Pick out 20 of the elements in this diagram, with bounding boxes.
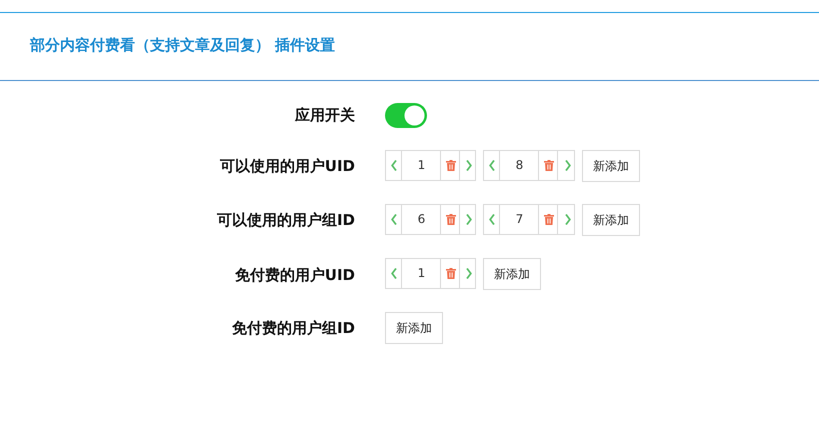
id-input-field	[385, 150, 476, 181]
add-button: 新添加	[385, 312, 443, 344]
id-value: 7	[514, 211, 524, 228]
page-title: 部分内容付费看（支持文章及回复） 插件设置	[30, 36, 336, 55]
field-label: 可以使用的用户组ID	[216, 211, 355, 230]
id-input-field	[483, 150, 575, 181]
field-label: 可以使用的用户UID	[220, 157, 355, 176]
add-button: 新添加	[483, 258, 541, 290]
field-label: 免付费的用户UID	[234, 266, 355, 285]
add-button: 新添加	[582, 150, 640, 182]
id-input-field	[385, 258, 476, 289]
field-label: 应用开关	[295, 106, 355, 125]
field-label: 免付费的用户组ID	[232, 319, 355, 338]
id-value: 1	[416, 157, 426, 174]
id-input-field	[483, 204, 575, 235]
id-value: 6	[416, 211, 426, 228]
id-value: 1	[416, 265, 426, 282]
add-button: 新添加	[582, 204, 640, 236]
id-value: 8	[514, 157, 524, 174]
id-input-field	[385, 204, 476, 235]
